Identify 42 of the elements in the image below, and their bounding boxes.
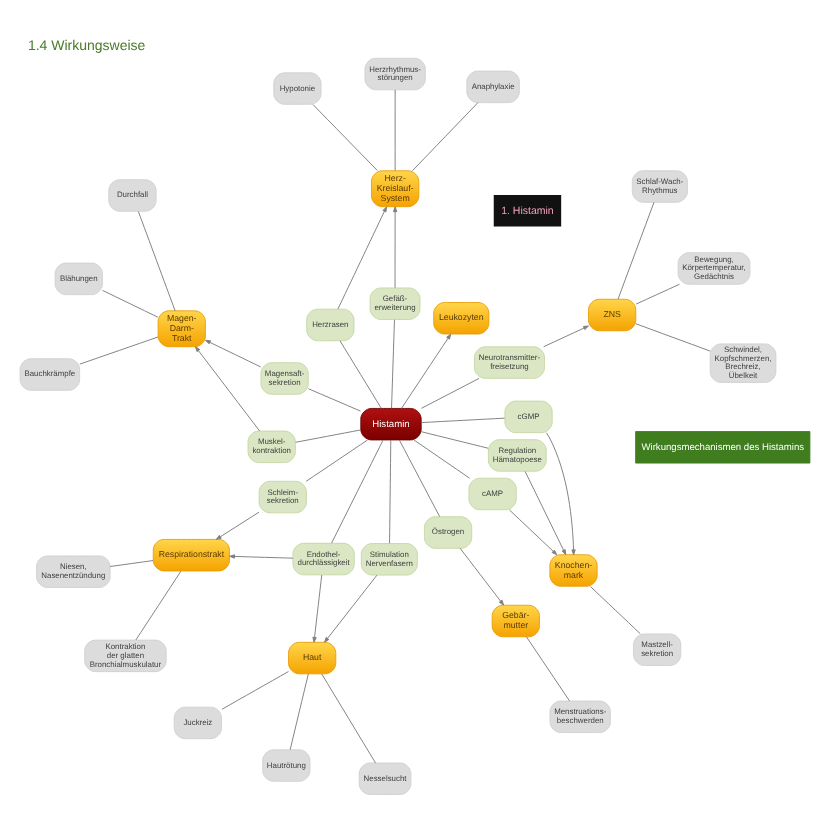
arrow: [205, 339, 262, 368]
connector: [321, 673, 376, 764]
connector: [394, 89, 396, 172]
connector: [221, 671, 289, 710]
arrow: [312, 574, 323, 643]
connector: [411, 102, 479, 172]
connector: [617, 201, 655, 300]
arrow: [215, 511, 260, 540]
connector: [307, 388, 361, 412]
connector: [413, 439, 471, 479]
connector: [635, 323, 711, 352]
arrow: [545, 432, 576, 556]
arrow: [508, 509, 558, 556]
connector: [391, 319, 395, 409]
arrow: [392, 206, 398, 289]
connector: [635, 283, 680, 305]
connector: [137, 211, 176, 312]
arrow: [524, 470, 567, 556]
connector: [589, 586, 641, 635]
connector: [421, 377, 480, 409]
connector: [135, 570, 182, 641]
connector: [525, 636, 571, 702]
connector: [312, 104, 378, 172]
arrow: [324, 574, 378, 643]
connector: [331, 439, 384, 544]
connector: [420, 431, 489, 449]
connector: [389, 439, 392, 544]
connector: [109, 560, 154, 567]
connector: [79, 336, 159, 365]
connector: [339, 340, 382, 409]
connector: [102, 289, 159, 318]
arrow: [543, 325, 589, 348]
connector: [421, 417, 505, 424]
arrow: [229, 554, 294, 559]
connector: [398, 439, 441, 517]
connector: [295, 429, 362, 443]
arrow: [195, 346, 261, 432]
connector: [305, 439, 368, 482]
connector: [289, 673, 309, 751]
arrow: [459, 547, 505, 606]
arrow: [337, 206, 387, 310]
arrow: [401, 333, 452, 409]
